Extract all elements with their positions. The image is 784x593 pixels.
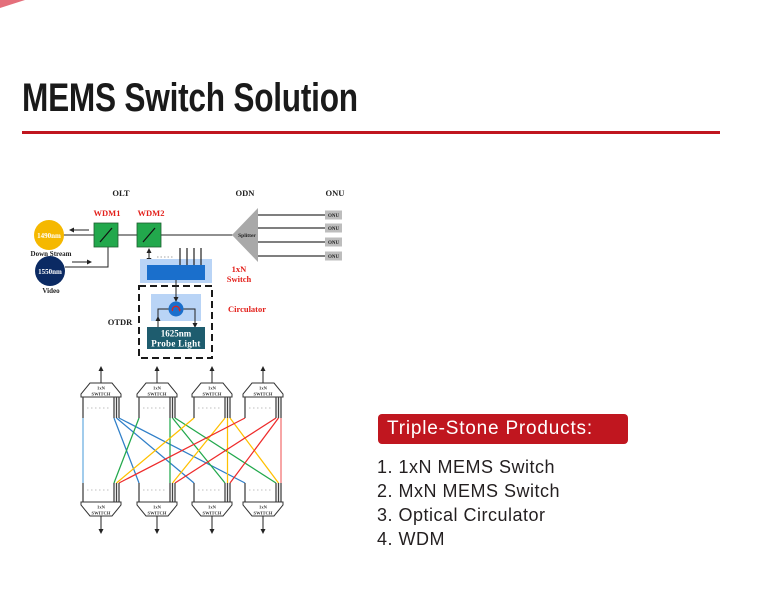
top-switch-label: 1xN xyxy=(153,386,162,391)
bottom-switch-sublabel: SWITCH xyxy=(254,510,273,515)
mesh-connection-line xyxy=(116,417,195,484)
top-switch-body xyxy=(136,382,178,398)
switch-1xn-sublabel: Switch xyxy=(227,274,252,284)
top-switch-sublabel: SWITCH xyxy=(254,391,273,396)
top-switch-sublabel: SWITCH xyxy=(148,391,167,396)
circulator-label: Circulator xyxy=(228,304,266,314)
wdm2-label: WDM2 xyxy=(138,208,165,218)
splitter-triangle xyxy=(232,208,258,262)
otdr-label: OTDR xyxy=(108,317,133,327)
product-item: 1. 1xN MEMS Switch xyxy=(377,457,556,477)
products-heading: Triple-Stone Products: xyxy=(378,414,628,444)
circulator-rotation-arrowhead-icon xyxy=(178,309,181,312)
header-onu: ONU xyxy=(326,188,345,198)
probe-light-box xyxy=(147,327,205,349)
switch-1xn-label: 1xN xyxy=(232,264,248,274)
bottom-switch-sublabel: SWITCH xyxy=(148,510,167,515)
mesh-connection-line xyxy=(229,417,280,484)
onu-label: ONU xyxy=(328,214,340,219)
bottom-switch-label: 1xN xyxy=(208,505,217,510)
probe-wavelength-label: 1625nm xyxy=(161,329,192,339)
products-list: 1. 1xN MEMS Switch 2. MxN MEMS Switch 3.… xyxy=(377,455,560,551)
top-switch-body xyxy=(242,382,284,398)
product-item: 2. MxN MEMS Switch xyxy=(377,481,561,501)
bottom-switch-body xyxy=(191,501,233,517)
header-odn: ODN xyxy=(236,188,256,198)
wdm1-label: WDM1 xyxy=(94,208,121,218)
downstream-label: Down Stream xyxy=(31,250,72,258)
mesh-connection-line xyxy=(174,417,277,484)
source-1490nm xyxy=(34,220,64,250)
top-switch-label: 1xN xyxy=(259,386,268,391)
top-switch-body xyxy=(191,382,233,398)
corner-triangle xyxy=(0,0,25,8)
product-item: 4. WDM xyxy=(377,529,445,549)
top-switch-sublabel: SWITCH xyxy=(92,391,111,396)
onu-label: ONU xyxy=(328,255,340,260)
mesh-connection-line xyxy=(118,417,246,484)
bottom-switch-body xyxy=(242,501,284,517)
bottom-switch-body xyxy=(80,501,122,517)
onu-box xyxy=(325,251,342,261)
corner-decoration xyxy=(0,0,25,8)
product-item: 3. Optical Circulator xyxy=(377,505,546,525)
top-switch-label: 1xN xyxy=(97,386,106,391)
bottom-switch-sublabel: SWITCH xyxy=(203,510,222,515)
source-1550nm-label: 1550nm xyxy=(38,268,62,276)
bottom-switch-body xyxy=(136,501,178,517)
top-switch-label: 1xN xyxy=(208,386,217,391)
wdm1-block xyxy=(93,222,119,248)
onu-box xyxy=(325,210,342,220)
source-1550nm xyxy=(35,256,65,286)
top-switch-body xyxy=(80,382,122,398)
bottom-switch-label: 1xN xyxy=(259,505,268,510)
probe-light-label: Probe Light xyxy=(151,339,200,349)
wdm2-block xyxy=(136,222,162,248)
wdm2-filter-icon xyxy=(142,227,156,243)
mesh-connection-line xyxy=(172,417,226,484)
switch-1xn-body xyxy=(147,265,205,280)
mxn-switch-mesh: 1xNSWITCH1xNSWITCH1xNSWITCH1xNSWITCH1xNS… xyxy=(80,366,284,534)
onu-box xyxy=(325,223,342,233)
bottom-switch-label: 1xN xyxy=(153,505,162,510)
video-fiber xyxy=(65,247,109,268)
wdm1-filter-icon xyxy=(99,227,113,243)
splitter-label: Splitter xyxy=(238,233,256,239)
onu-box xyxy=(325,237,342,247)
page-title: MEMS Switch Solution xyxy=(22,76,358,120)
header-olt: OLT xyxy=(112,188,130,198)
source-1490nm-label: 1490nm xyxy=(37,232,61,240)
circulator-rotation-icon xyxy=(171,305,181,312)
bottom-switch-sublabel: SWITCH xyxy=(92,510,111,515)
onu-label: ONU xyxy=(328,227,340,232)
onu-label: ONU xyxy=(328,241,340,246)
mesh-connection-line xyxy=(113,417,140,484)
circulator-icon xyxy=(168,301,184,317)
bottom-switch-label: 1xN xyxy=(97,505,106,510)
video-label: Video xyxy=(42,287,60,295)
title-divider xyxy=(22,131,720,134)
top-switch-sublabel: SWITCH xyxy=(203,391,222,396)
